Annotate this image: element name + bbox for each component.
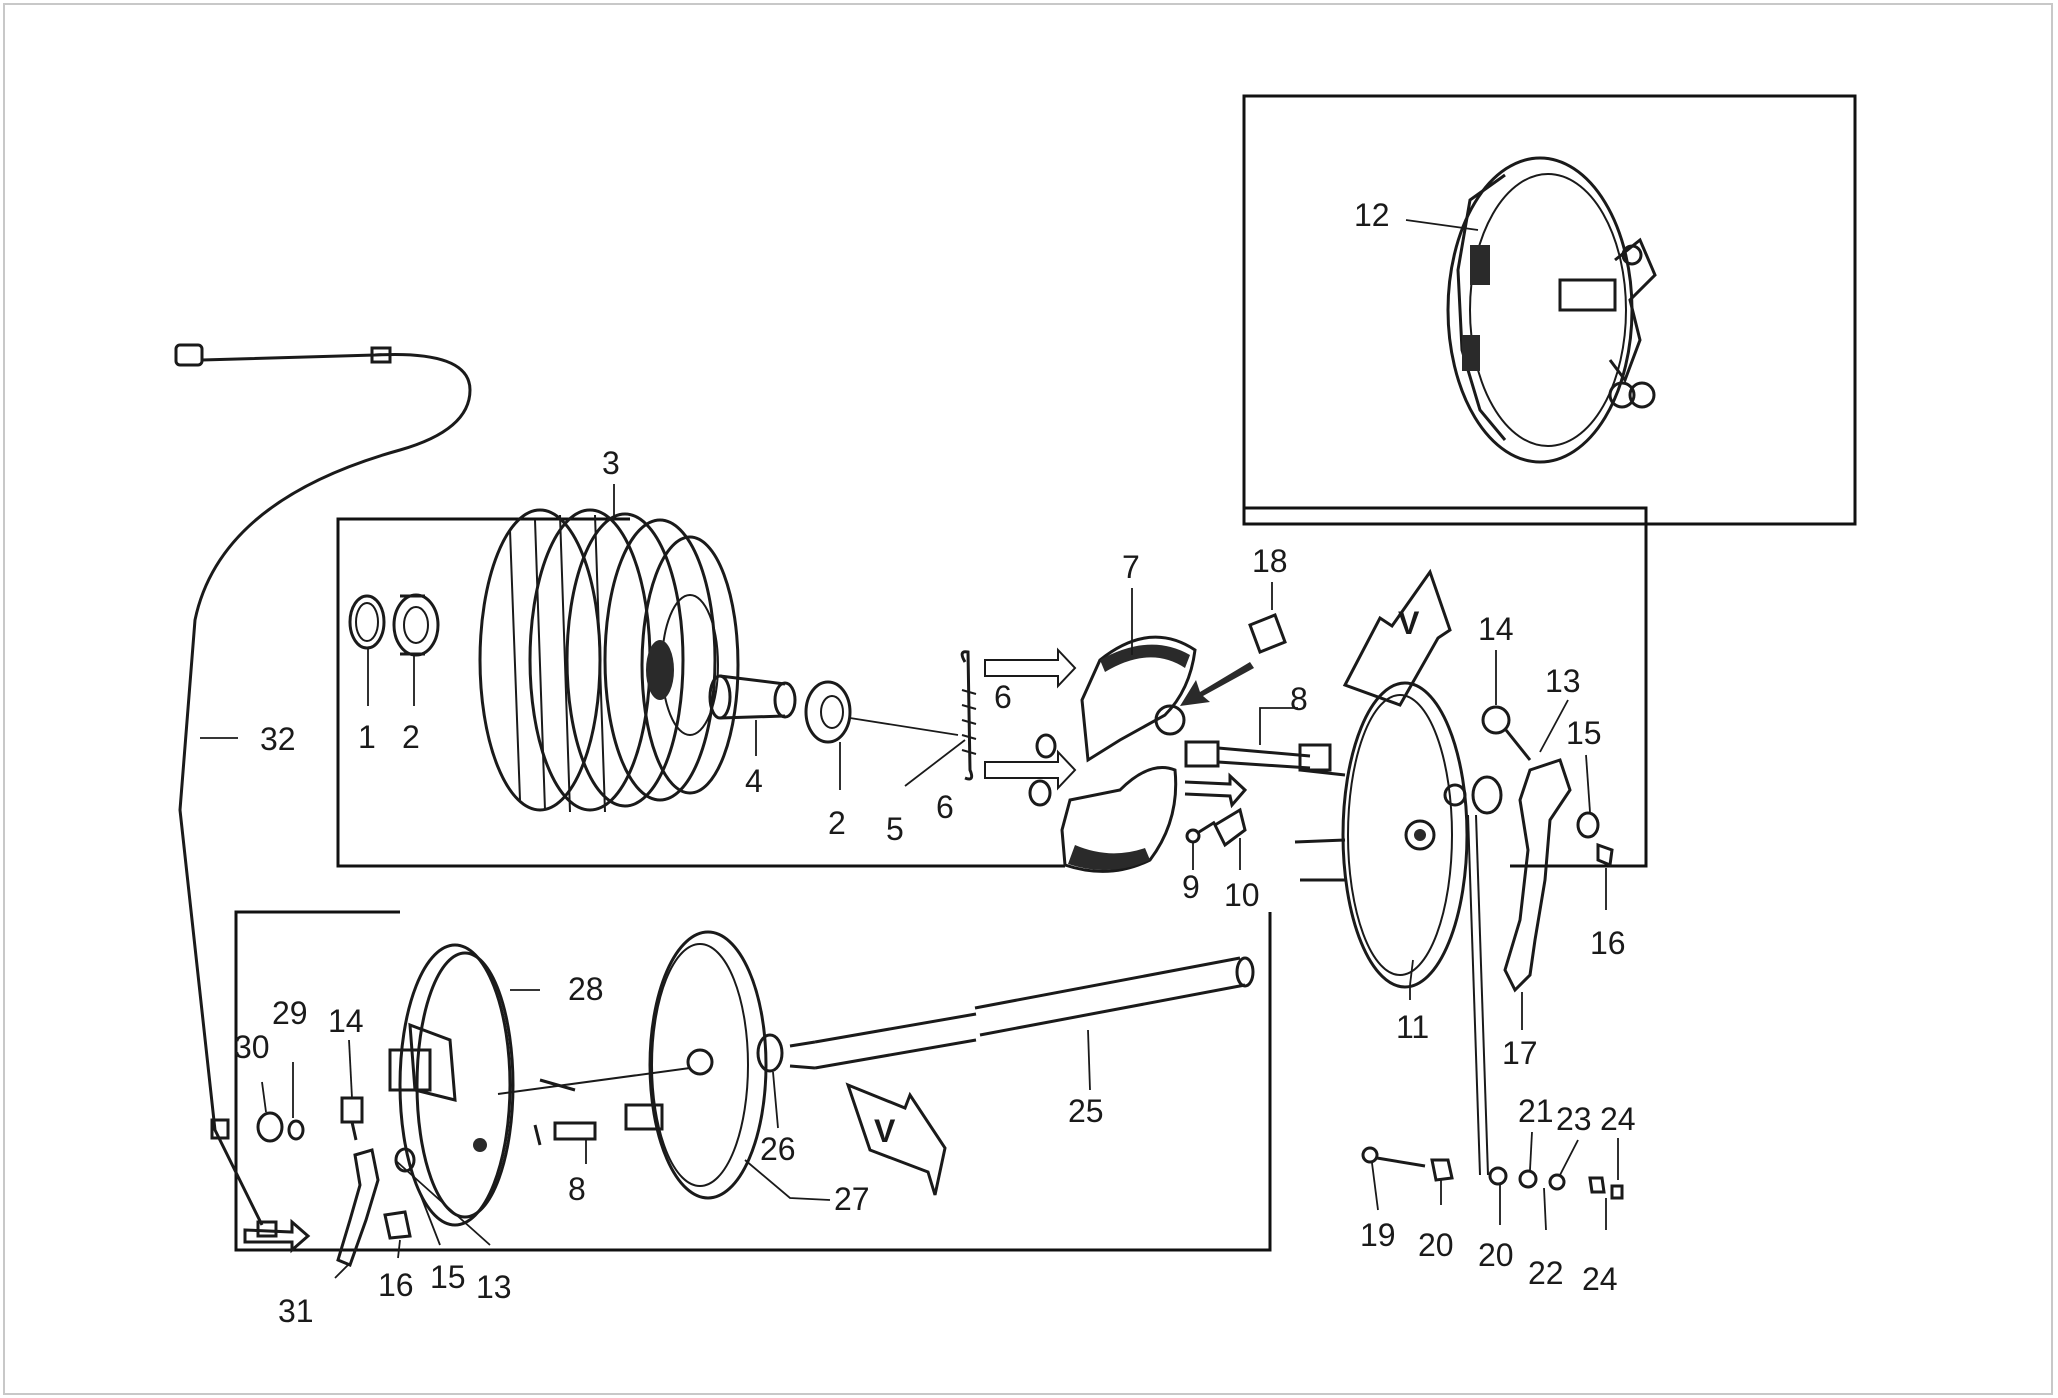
drum-27-drawing <box>648 930 768 1200</box>
direction-arrow-top: V <box>1342 568 1452 707</box>
part-number-15a: 15 <box>1566 715 1602 751</box>
inset-frame <box>1242 94 1857 526</box>
page-border <box>3 3 2053 1395</box>
part-number-14b: 14 <box>328 1003 364 1039</box>
part-number-32: 32 <box>260 721 296 757</box>
rear-frame <box>234 910 1272 1252</box>
brake-plate-assembly-drawing <box>1446 156 1657 464</box>
part-number-15b: 15 <box>430 1259 466 1295</box>
part-number-22: 22 <box>1528 1255 1564 1291</box>
part-number-3: 3 <box>602 445 620 481</box>
hub-frame <box>336 506 1648 868</box>
direction-mark-bottom: V <box>874 1113 896 1149</box>
pivot-arrow <box>1467 814 1489 1176</box>
part-number-7: 7 <box>1122 549 1140 585</box>
spacer-tube-drawing <box>708 674 797 720</box>
brake-shoe-lower-drawing <box>1060 766 1178 873</box>
part-number-1: 1 <box>358 719 376 755</box>
part-number-5: 5 <box>886 811 904 847</box>
part-number-6a: 6 <box>994 679 1012 715</box>
part-number-6b: 6 <box>936 789 954 825</box>
part-number-8b: 8 <box>568 1171 586 1207</box>
part-number-28: 28 <box>568 971 604 1007</box>
brake-shoe-upper-drawing <box>1080 635 1197 763</box>
shoe-arrows <box>984 647 1254 791</box>
direction-mark-top: V <box>1398 605 1420 641</box>
spring-drawing <box>960 650 977 781</box>
part-number-2b: 2 <box>828 805 846 841</box>
circlip-drawing <box>348 594 386 650</box>
part-number-27: 27 <box>834 1181 870 1217</box>
bearing-drawing <box>392 593 440 657</box>
part-number-26: 26 <box>760 1131 796 1167</box>
part-number-25: 25 <box>1068 1093 1104 1129</box>
part-number-13b: 13 <box>476 1269 512 1305</box>
part-number-23: 23 <box>1556 1101 1592 1137</box>
part-number-4: 4 <box>745 763 763 799</box>
axle-25-drawing <box>789 956 1255 1070</box>
part-number-16a: 16 <box>1590 925 1626 961</box>
part-number-21: 21 <box>1518 1093 1554 1129</box>
part-number-labels: 1 2 3 4 2 5 6 6 7 18 8 9 10 11 12 13 14 … <box>234 197 1636 1329</box>
part-number-30: 30 <box>234 1029 270 1065</box>
part-number-8a: 8 <box>1290 681 1308 717</box>
part-number-2: 2 <box>402 719 420 755</box>
part-number-20b: 20 <box>1478 1237 1514 1273</box>
part-number-18: 18 <box>1252 543 1288 579</box>
part-number-9: 9 <box>1182 869 1200 905</box>
part-number-19: 19 <box>1360 1217 1396 1253</box>
part-number-17: 17 <box>1502 1035 1538 1071</box>
part-number-24a: 24 <box>1600 1101 1636 1137</box>
part-number-11: 11 <box>1396 1009 1429 1045</box>
part-number-10: 10 <box>1224 877 1260 913</box>
part-number-20a: 20 <box>1418 1227 1454 1263</box>
bearing-2-drawing <box>804 680 959 744</box>
backplate-28-drawing <box>388 943 691 1227</box>
lever-assembly-drawing <box>1471 705 1614 993</box>
part-number-14a: 14 <box>1478 611 1514 647</box>
nut-8-lower-drawing <box>553 1103 664 1141</box>
brake-cable <box>174 343 472 1238</box>
part-number-13a: 13 <box>1545 663 1581 699</box>
part-number-31: 31 <box>278 1293 314 1329</box>
part-number-16b: 16 <box>378 1267 414 1303</box>
adjuster-block-drawing <box>1248 613 1287 654</box>
part-number-12: 12 <box>1354 197 1390 233</box>
hardware-row-drawing <box>1361 1146 1624 1200</box>
cam-washers-drawing <box>1028 733 1057 807</box>
cam-spindle-drawing <box>1184 740 1332 772</box>
wheel-hub-drawing <box>478 508 740 813</box>
screw-and-clip-drawing <box>1184 772 1248 848</box>
washer-26-drawing <box>756 1033 784 1073</box>
small-parts-lower-drawing <box>243 1096 416 1267</box>
leader-lines <box>200 219 1619 1279</box>
direction-arrow-bottom: V <box>845 1082 947 1196</box>
brake-plate-drawing <box>1294 681 1469 989</box>
part-number-24b: 24 <box>1582 1261 1618 1297</box>
part-number-29: 29 <box>272 995 308 1031</box>
